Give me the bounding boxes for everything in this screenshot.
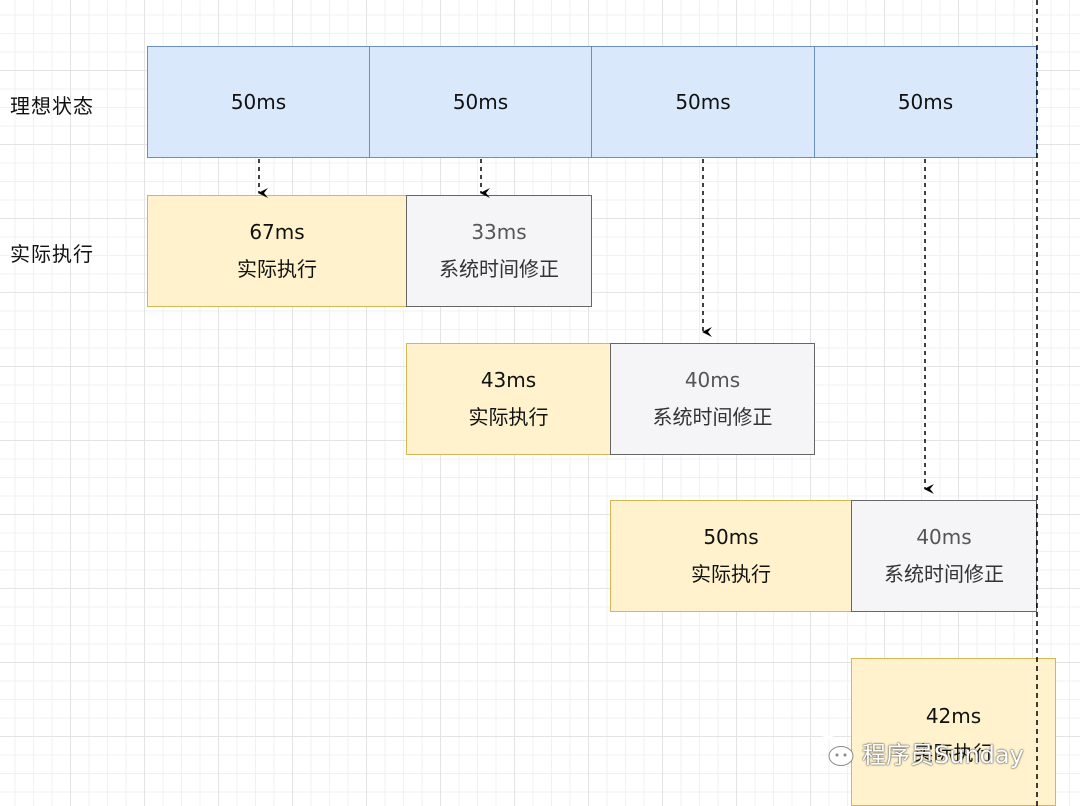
watermark: 程序员Sunday [812, 734, 1024, 770]
ideal-value: 50ms [230, 89, 287, 114]
row-label-ideal: 理想状态 [10, 94, 94, 118]
correction-value: 40ms [684, 368, 741, 392]
exec-label: 实际执行 [237, 257, 317, 281]
row-label-actual: 实际执行 [10, 242, 94, 266]
correction-box-1: 33ms 系统时间修正 [406, 195, 592, 307]
ideal-box-4: 50ms [814, 46, 1037, 158]
exec-label: 实际执行 [691, 562, 771, 586]
ideal-box-3: 50ms [591, 46, 815, 158]
correction-box-2: 40ms 系统时间修正 [610, 343, 815, 455]
exec-value: 42ms [925, 704, 982, 728]
ideal-value: 50ms [675, 89, 731, 114]
exec-value: 43ms [480, 368, 537, 392]
exec-value: 50ms [703, 525, 759, 549]
exec-label: 实际执行 [468, 405, 549, 429]
correction-value: 33ms [471, 220, 527, 244]
correction-label: 系统时间修正 [652, 405, 773, 429]
correction-box-3: 40ms 系统时间修正 [851, 500, 1037, 612]
exec-box-2: 43ms 实际执行 [406, 343, 611, 455]
exec-box-3: 50ms 实际执行 [610, 500, 852, 612]
wechat-icon [812, 735, 854, 766]
correction-label: 系统时间修正 [884, 562, 1004, 586]
correction-value: 40ms [916, 525, 972, 549]
ideal-box-1: 50ms [147, 46, 370, 158]
ideal-box-2: 50ms [369, 46, 592, 158]
exec-value: 67ms [249, 220, 305, 244]
ideal-value: 50ms [897, 89, 954, 114]
ideal-value: 50ms [452, 89, 509, 114]
correction-label: 系统时间修正 [439, 257, 559, 281]
watermark-text: 程序员Sunday [862, 740, 1024, 769]
exec-label: 实际执行 [913, 741, 994, 765]
exec-box-4: 42ms 实际执行 [851, 658, 1056, 806]
